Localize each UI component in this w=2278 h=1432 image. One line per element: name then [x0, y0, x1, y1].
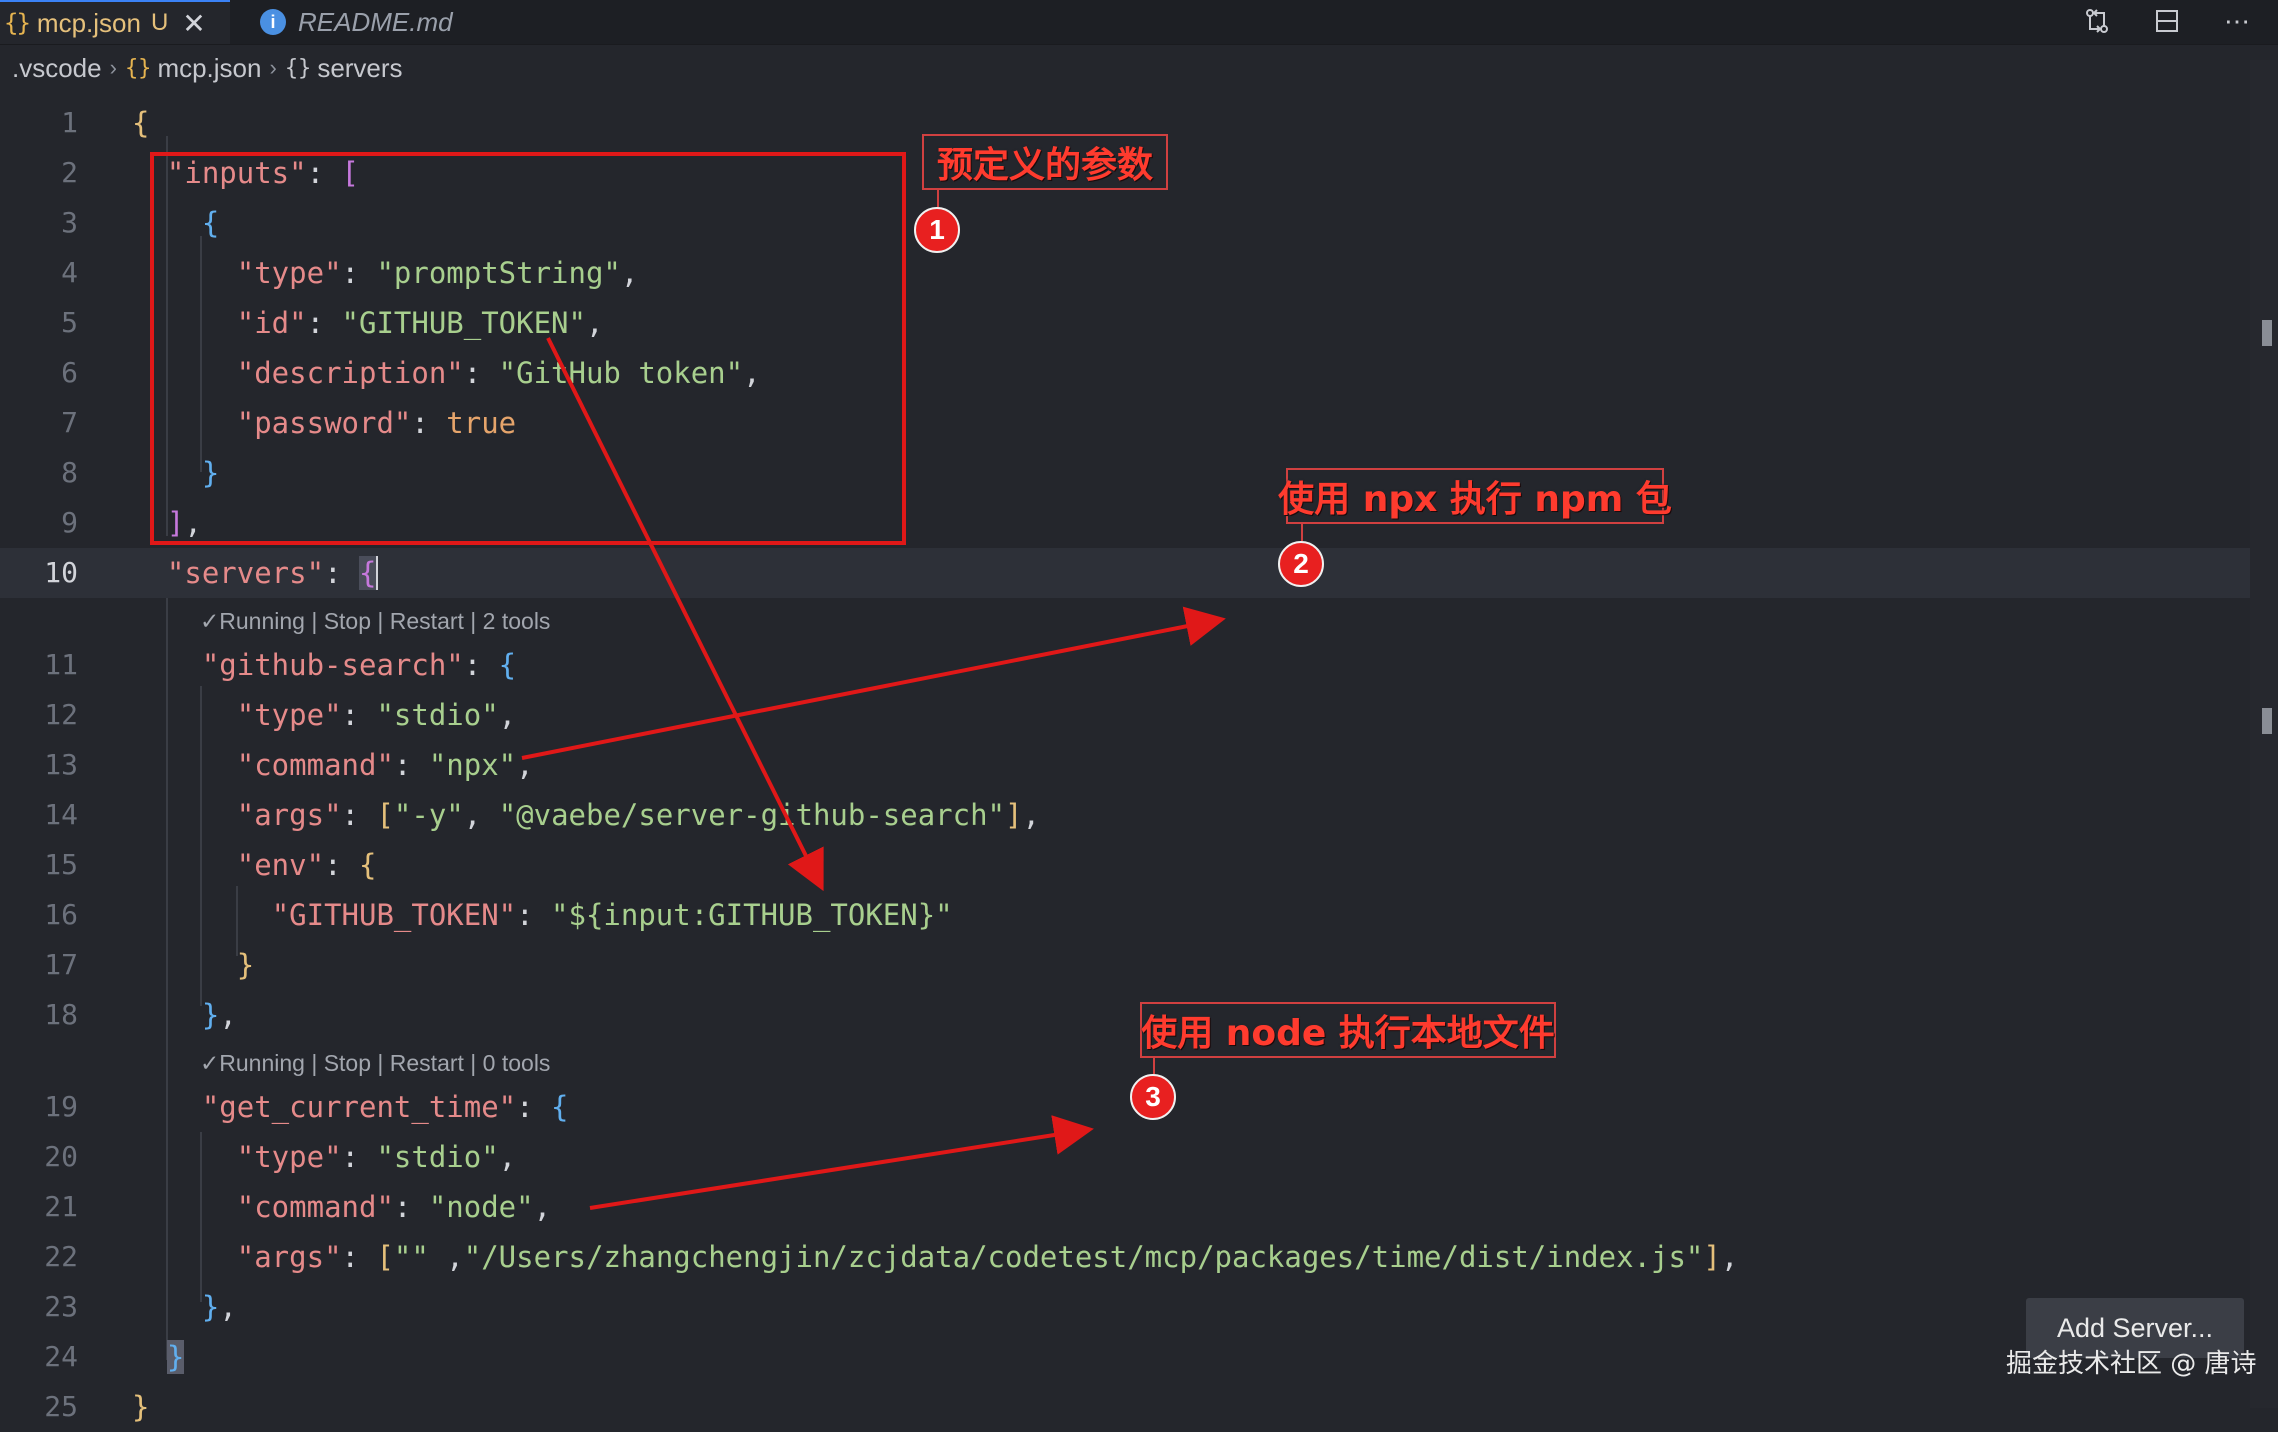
vertical-scrollbar[interactable] [2250, 60, 2278, 1408]
chevron-right-icon: › [269, 55, 277, 80]
code-line: 21 "command": "node", [0, 1182, 2250, 1232]
code-line: 5 "id": "GITHUB_TOKEN", [0, 298, 2250, 348]
indent-guide [200, 686, 202, 1006]
scroll-marker [2262, 708, 2272, 734]
code-line: 9 ], [0, 498, 2250, 548]
tab-readme[interactable]: i README.md [230, 0, 500, 44]
info-icon: i [260, 9, 286, 35]
breadcrumb-symbol[interactable]: servers [317, 52, 403, 83]
highlight-box-inputs [150, 152, 906, 545]
json-braces-icon: {} [124, 55, 152, 81]
codelens-server-controls[interactable]: ✓Running | Stop | Restart | 0 tools [200, 1050, 551, 1076]
annotation-label-2: 使用 npx 执行 npm 包 [1278, 468, 1672, 524]
annotation-label-1: 预定义的参数 [922, 134, 1168, 190]
line-number: 9 [61, 506, 78, 539]
code-line-current: 10 "servers": { [0, 548, 2250, 598]
annotation-marker-2: 2 [1278, 541, 1324, 587]
code-line: 24 } [0, 1332, 2250, 1382]
tab-label: README.md [298, 6, 453, 37]
annotation-marker-1: 1 [914, 207, 960, 253]
scroll-marker [2262, 320, 2272, 346]
indent-guide [236, 886, 238, 956]
code-line: 18 }, [0, 990, 2250, 1040]
tab-bar: {} mcp.json U ✕ i README.md ⋯ [0, 0, 2278, 45]
indent-guide [166, 136, 168, 536]
code-line: 17 } [0, 940, 2250, 990]
line-number: 8 [61, 456, 78, 489]
line-number: 22 [44, 1240, 78, 1273]
code-line: 3 { [0, 198, 2250, 248]
line-number: 4 [61, 256, 78, 289]
line-number: 17 [44, 948, 78, 981]
line-number: 19 [44, 1090, 78, 1123]
arrow-token-reference [546, 337, 824, 892]
line-number: 15 [44, 848, 78, 881]
line-number: 11 [44, 648, 78, 681]
code-line: 2 "inputs": [ [0, 148, 2250, 198]
line-number: 20 [44, 1140, 78, 1173]
line-number: 7 [61, 406, 78, 439]
arrow-npx [521, 606, 1226, 760]
indent-guide [200, 236, 202, 472]
compare-changes-icon[interactable] [2080, 4, 2114, 38]
breadcrumb-file[interactable]: mcp.json [157, 52, 262, 83]
json-braces-icon: {} [4, 9, 31, 37]
code-line: 1{ [0, 98, 2250, 148]
chevron-right-icon: › [109, 55, 117, 80]
line-number: 10 [44, 556, 78, 589]
line-number: 2 [61, 156, 78, 189]
watermark: 掘金技术社区 @ 唐诗 [2006, 1349, 2257, 1379]
code-line: 14 "args": ["-y", "@vaebe/server-github-… [0, 790, 2250, 840]
code-line: 23 }, [0, 1282, 2250, 1332]
more-actions-icon[interactable]: ⋯ [2224, 5, 2250, 36]
modified-badge: U [150, 9, 169, 36]
line-number: 23 [44, 1290, 78, 1323]
code-line: 12 "type": "stdio", [0, 690, 2250, 740]
code-line: 19 "get_current_time": { [0, 1082, 2250, 1132]
line-number: 13 [44, 748, 78, 781]
annotation-label-3: 使用 node 执行本地文件 [1140, 1002, 1556, 1058]
split-editor-icon[interactable] [2150, 4, 2184, 38]
arrow-node [589, 1115, 1094, 1210]
tab-mcp-json[interactable]: {} mcp.json U ✕ [0, 0, 230, 44]
line-number: 12 [44, 698, 78, 731]
code-line: 15 "env": { [0, 840, 2250, 890]
object-braces-icon: {} [284, 55, 312, 81]
line-number: 18 [44, 998, 78, 1031]
code-line: 4 "type": "promptString", [0, 248, 2250, 298]
breadcrumb-folder[interactable]: .vscode [12, 52, 102, 83]
line-number: 6 [61, 356, 78, 389]
tab-label: mcp.json [36, 7, 141, 38]
code-line: 8 } [0, 448, 2250, 498]
breadcrumb: .vscode › {} mcp.json › {} servers [0, 50, 403, 86]
editor-actions: ⋯ [2080, 4, 2254, 38]
annotation-marker-3: 3 [1130, 1074, 1176, 1120]
code-line: 22 "args": ["" ,"/Users/zhangchengjin/zc… [0, 1232, 2250, 1282]
line-number: 1 [61, 106, 78, 139]
close-icon[interactable]: ✕ [182, 7, 206, 39]
code-line: 16 "GITHUB_TOKEN": "${input:GITHUB_TOKEN… [0, 890, 2250, 940]
indent-guide [166, 590, 168, 1360]
code-line: 20 "type": "stdio", [0, 1132, 2250, 1182]
line-number: 5 [61, 306, 78, 339]
line-number: 16 [44, 898, 78, 931]
line-number: 21 [44, 1190, 78, 1223]
code-line: 7 "password": true [0, 398, 2250, 448]
codelens-server-controls[interactable]: ✓Running | Stop | Restart | 2 tools [200, 608, 551, 634]
add-server-button[interactable]: Add Server... [2026, 1298, 2244, 1358]
indent-guide [200, 1132, 202, 1302]
line-number: 14 [44, 798, 78, 831]
line-number: 3 [61, 206, 78, 239]
line-number: 24 [44, 1340, 78, 1373]
code-line: 13 "command": "npx", [0, 740, 2250, 790]
code-line: 11 "github-search": { [0, 640, 2250, 690]
